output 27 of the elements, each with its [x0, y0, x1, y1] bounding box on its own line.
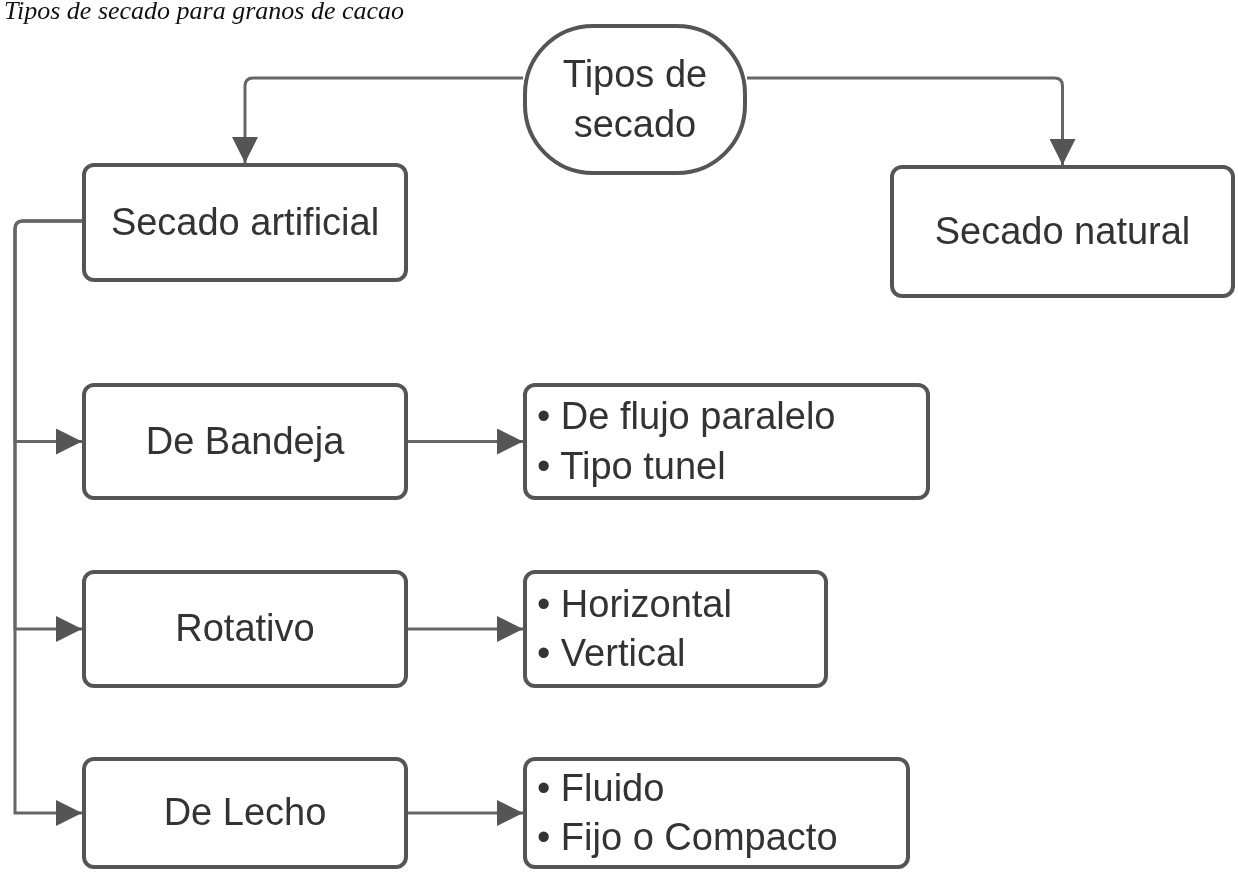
list-item: • Fluido [537, 765, 665, 811]
list-item: • Fijo o Compacto [537, 815, 838, 860]
process-box [82, 757, 408, 869]
list-item: • Tipo tunel [537, 443, 726, 489]
box-label: Rotativo [175, 606, 315, 652]
process-box [82, 383, 408, 500]
arrow [13, 219, 82, 826]
list-box [523, 570, 828, 688]
box-label: De Lecho [163, 790, 327, 836]
list-item: • Vertical [537, 631, 686, 676]
list-item: • Horizontal [537, 581, 732, 627]
list-item: • De flujo paralelo [537, 394, 836, 440]
arrow [747, 76, 1076, 165]
box-label: Secado artificial [110, 199, 380, 245]
box-label: Secado natural [934, 208, 1191, 254]
process-box [82, 163, 408, 282]
arrow [408, 428, 523, 455]
arrow [408, 616, 523, 642]
arrow [232, 76, 523, 163]
process-box [82, 570, 408, 688]
diagram-title: Tipos de secado para granos de cacao [4, 0, 405, 26]
process-box [890, 165, 1235, 298]
list-box [523, 757, 910, 869]
box-label: Tipos de secado [561, 52, 709, 147]
box-label: De Bandeja [145, 418, 345, 464]
list-box [523, 383, 930, 500]
arrow [408, 800, 523, 826]
